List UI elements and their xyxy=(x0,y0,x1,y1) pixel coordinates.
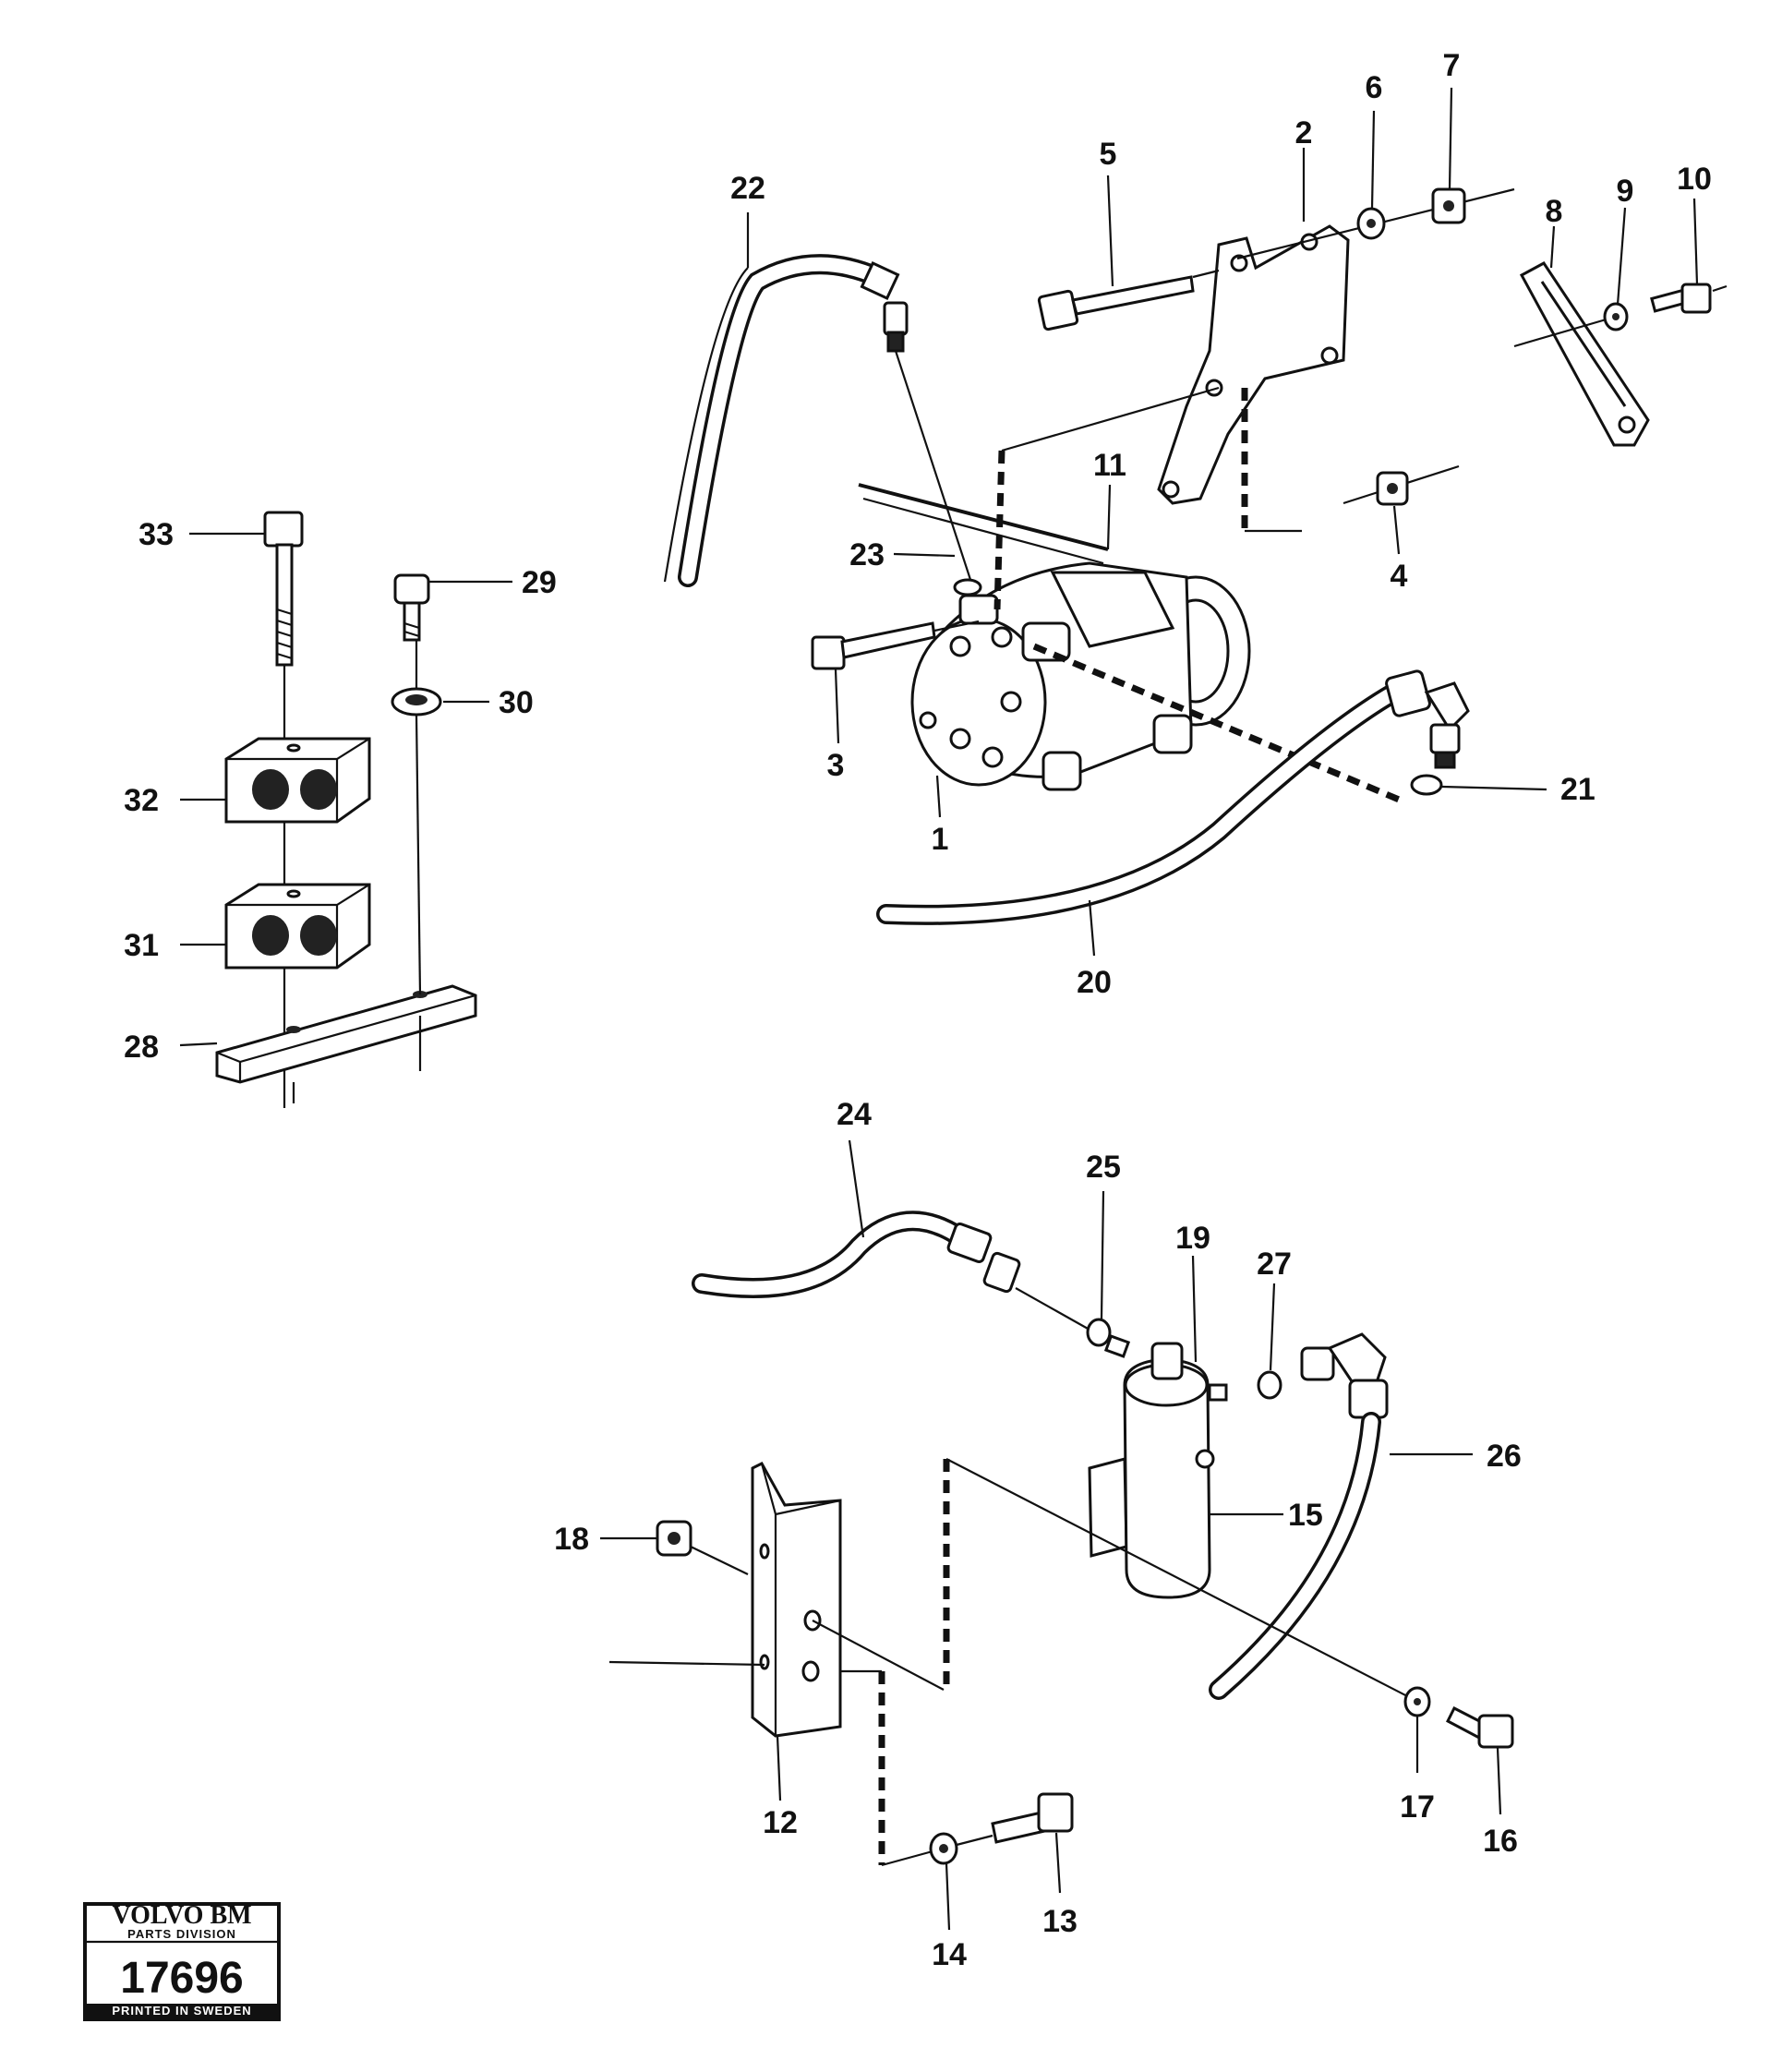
stamp-brand: VOLVO BM xyxy=(112,1901,251,1930)
callout-33: 33 xyxy=(138,517,174,552)
callout-24: 24 xyxy=(837,1097,872,1132)
callout-22: 22 xyxy=(730,171,765,206)
stamp-division: PARTS DIVISION xyxy=(127,1927,236,1941)
callout-14: 14 xyxy=(932,1937,967,1972)
bracket-12 xyxy=(608,1458,1414,1867)
callout-30: 30 xyxy=(499,685,534,720)
hose-22 xyxy=(663,254,976,592)
volvo-bm-stamp: VOLVO BM PARTS DIVISION 17696 PRINTED IN… xyxy=(83,1901,281,2021)
callout-8: 8 xyxy=(1546,194,1563,229)
washer-17-and-bolt-16 xyxy=(1403,1686,1514,1749)
callout-2: 2 xyxy=(1295,115,1313,151)
callout-3: 3 xyxy=(827,748,845,783)
callout-23: 23 xyxy=(849,537,885,572)
callout-15: 15 xyxy=(1288,1498,1323,1533)
callout-32: 32 xyxy=(124,783,159,818)
bolt-3-and-washer-23 xyxy=(811,386,1405,805)
callout-28: 28 xyxy=(124,1030,159,1065)
callout-numbers: 1 2 3 4 5 6 7 8 9 10 11 12 13 14 15 16 1… xyxy=(124,48,1712,1972)
receiver-dryer-15 xyxy=(1086,1318,1282,1599)
washer-6-and-nut-7 xyxy=(1236,187,1515,260)
plate-28 xyxy=(215,984,477,1103)
nut-4 xyxy=(1343,464,1460,506)
callout-18: 18 xyxy=(554,1522,589,1557)
callout-12: 12 xyxy=(763,1805,798,1840)
nut-18 xyxy=(656,1520,749,1575)
screw-29-and-washer-30 xyxy=(391,573,442,995)
washer-14-and-bolt-13 xyxy=(929,1792,1074,1865)
callout-21: 21 xyxy=(1560,772,1595,807)
clamp-half-31 xyxy=(224,883,371,970)
callout-17: 17 xyxy=(1400,1789,1435,1825)
callout-27: 27 xyxy=(1257,1247,1292,1282)
callout-19: 19 xyxy=(1175,1221,1210,1256)
strap-8 xyxy=(1513,261,1728,447)
hose-24 xyxy=(692,1211,1090,1331)
callout-7: 7 xyxy=(1443,48,1461,83)
clamp-half-32 xyxy=(224,737,371,824)
bracket-2 xyxy=(1157,224,1350,533)
stamp-number: 17696 xyxy=(120,1954,243,2003)
callout-26: 26 xyxy=(1487,1439,1522,1474)
callout-9: 9 xyxy=(1617,174,1634,209)
callout-13: 13 xyxy=(1042,1904,1078,1939)
stamp-printed: PRINTED IN SWEDEN xyxy=(112,2004,251,2018)
callout-1: 1 xyxy=(932,822,949,857)
hose-26 xyxy=(1209,1332,1389,1700)
compressor-1 xyxy=(910,561,1251,791)
callout-10: 10 xyxy=(1677,162,1712,197)
hose-20 xyxy=(876,669,1470,925)
bolt-5 xyxy=(1037,269,1220,331)
callout-25: 25 xyxy=(1086,1150,1121,1185)
callout-16: 16 xyxy=(1483,1824,1518,1859)
belt-11 xyxy=(858,483,1109,565)
callout-4: 4 xyxy=(1391,559,1408,594)
leader-lines xyxy=(179,87,1699,1931)
callout-20: 20 xyxy=(1077,965,1112,1000)
callout-29: 29 xyxy=(522,565,557,600)
callout-31: 31 xyxy=(124,928,159,963)
callout-5: 5 xyxy=(1100,137,1117,172)
callout-11: 11 xyxy=(1093,448,1126,483)
callout-6: 6 xyxy=(1366,70,1383,105)
